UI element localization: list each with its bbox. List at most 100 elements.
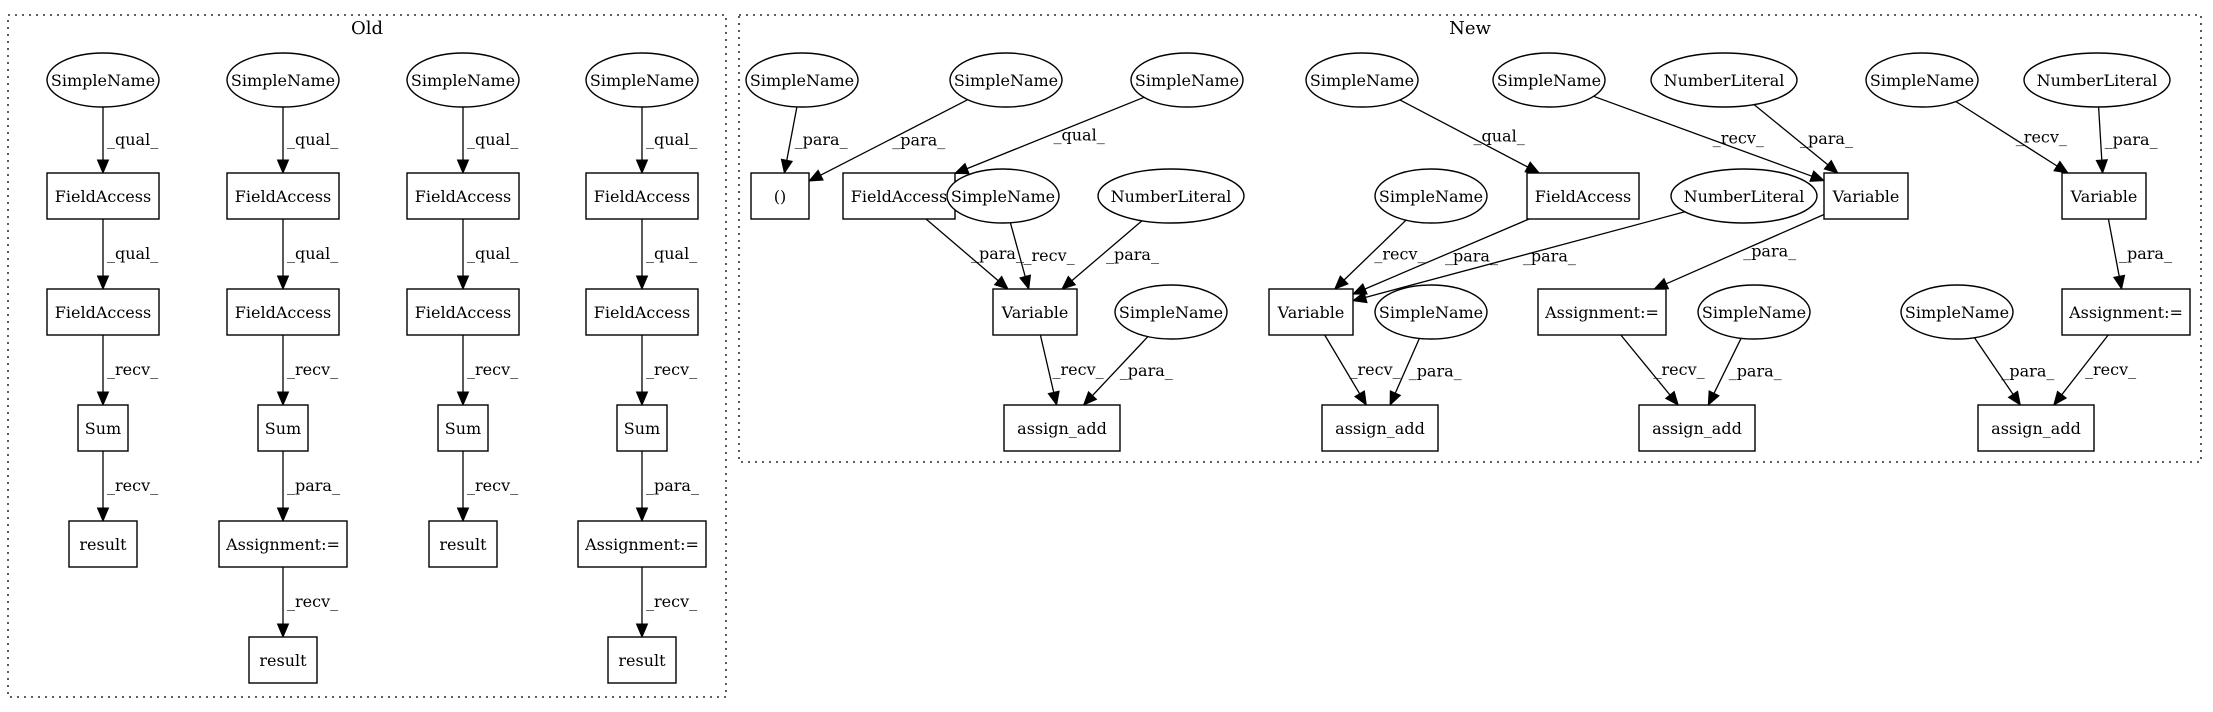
node-label: result: [79, 535, 127, 554]
node-label: Sum: [445, 419, 481, 438]
edge-label: _para_: [1409, 362, 1462, 381]
arrowhead-icon: [1664, 390, 1680, 406]
edge-n2-n4: _para_: [807, 99, 968, 182]
edge-line: [2097, 106, 2103, 161]
edge-o15-o16: _recv_: [456, 451, 518, 523]
edge-label: _recv_: [1053, 360, 1104, 379]
node-label: Variable: [1832, 187, 1900, 206]
edge-line: [1092, 336, 1149, 396]
arrowhead-icon: [635, 623, 649, 639]
arrowhead-icon: [1353, 390, 1367, 407]
node-label: FieldAccess: [235, 303, 331, 322]
edge-o12-o13: _qual_: [456, 107, 518, 175]
node-numberliteral-n7: NumberLiteral: [1097, 168, 1245, 224]
edge-line: [1713, 338, 1742, 394]
edge-n9-n10: _para_: [1082, 336, 1173, 406]
node-simplename-o6: SimpleName: [226, 52, 340, 108]
ellipse-node-shape: [1900, 284, 2014, 340]
edge-line: [1343, 219, 1407, 281]
cluster-new-title: New: [1449, 18, 1491, 39]
arrowhead-icon: [993, 275, 1009, 290]
node-label: NumberLiteral: [1111, 187, 1232, 206]
node-variable-n20: Variable: [1823, 172, 1909, 220]
node-simplename-n1: SimpleName: [745, 52, 859, 108]
node-label: FieldAccess: [415, 187, 511, 206]
node-simplename-o1: SimpleName: [46, 52, 160, 108]
arrowhead-icon: [456, 507, 470, 523]
arrowhead-icon: [635, 159, 649, 175]
arrowhead-icon: [1707, 390, 1720, 407]
arrowhead-icon: [2007, 390, 2022, 407]
nodes-layer: SimpleNameFieldAccessFieldAccessSumresul…: [46, 52, 2191, 684]
edge-n19-n20: _para_: [1753, 104, 1853, 174]
node-assignment-o10: Assignment:=: [218, 520, 348, 568]
box-node-shape: [2061, 172, 2147, 220]
edge-o10-o11: _recv_: [276, 567, 338, 639]
node-result-o5: result: [68, 520, 138, 568]
edge-line: [1324, 334, 1361, 395]
box-node-shape: [2061, 288, 2191, 336]
box-node-shape: [437, 404, 489, 452]
arrowhead-icon: [96, 391, 110, 407]
node-sum-o15: Sum: [437, 404, 489, 452]
edge-label: _para_: [795, 130, 848, 149]
edge-label: _qual_: [467, 244, 518, 263]
edge-o4-o5: _recv_: [96, 451, 158, 523]
ellipse-node-shape: [1374, 284, 1488, 340]
edge-o13-o14: _qual_: [456, 219, 518, 291]
arrowhead-icon: [456, 159, 470, 175]
cluster-old: Old: [7, 14, 727, 698]
node-assignment-o21: Assignment:=: [577, 520, 707, 568]
edge-label: _para_: [2105, 130, 2158, 149]
edge-label: _recv_: [1024, 246, 1075, 265]
cluster-old-border: [7, 14, 727, 698]
edge-n5-n8: _para_: [925, 218, 1024, 290]
box-node-shape: [428, 520, 498, 568]
edge-o2-o3: _qual_: [96, 219, 158, 291]
node-label: FieldAccess: [594, 187, 690, 206]
node-simplename-n22: SimpleName: [1697, 284, 1811, 340]
edge-n22-n23: _para_: [1707, 338, 1782, 407]
arrowhead-icon: [276, 391, 290, 407]
node-label: SimpleName: [951, 187, 1055, 206]
arrowhead-icon: [635, 507, 649, 523]
edge-o1-o2: _qual_: [96, 107, 158, 175]
arrowhead-icon: [780, 158, 794, 175]
arrowhead-icon: [635, 275, 649, 291]
box-node-shape: [406, 172, 520, 220]
edge-label: _recv_: [646, 360, 697, 379]
edge-label: _para_: [1120, 361, 1173, 380]
edge-line: [1955, 100, 2058, 167]
arrowhead-icon: [276, 623, 290, 639]
box-node-shape: [218, 520, 348, 568]
node-result-o11: result: [248, 636, 318, 684]
edge-line: [1039, 334, 1055, 393]
node--n4: (): [750, 172, 810, 220]
node-label: assign_add: [1335, 419, 1425, 438]
node-label: SimpleName: [954, 71, 1058, 90]
box-node-shape: [1638, 404, 1756, 452]
node-fieldaccess-o14: FieldAccess: [406, 288, 520, 336]
edge-line: [1399, 99, 1529, 168]
edge-label: _para_: [1800, 129, 1853, 148]
node-assign-add-n10: assign_add: [1003, 404, 1121, 452]
node-label: FieldAccess: [1535, 187, 1631, 206]
arrowhead-icon: [2053, 160, 2069, 174]
ellipse-node-shape: [1670, 168, 1818, 224]
arrowhead-icon: [96, 275, 110, 291]
edge-line: [1071, 220, 1143, 282]
edge-o21-o22: _recv_: [635, 567, 697, 639]
node-assign-add-n17: assign_add: [1321, 404, 1439, 452]
arrowhead-icon: [1047, 390, 1060, 407]
node-simplename-n13: SimpleName: [1374, 168, 1488, 224]
clusters-layer: Old New: [7, 14, 2202, 698]
edge-o9-o10: _para_: [276, 451, 340, 523]
edge-n3-n5: _qual_: [953, 96, 1145, 175]
edge-label: _para_: [892, 130, 945, 149]
node-simplename-n24: SimpleName: [1865, 52, 1979, 108]
edges-layer: _qual_ _qual_ _recv_ _recv_ _qual_ _qual_ _rec…: [96, 95, 2172, 639]
node-numberliteral-n25: NumberLiteral: [2023, 52, 2171, 108]
cluster-new: New: [738, 14, 2202, 463]
node-label: SimpleName: [231, 71, 335, 90]
edge-label: _recv_: [1374, 245, 1425, 264]
